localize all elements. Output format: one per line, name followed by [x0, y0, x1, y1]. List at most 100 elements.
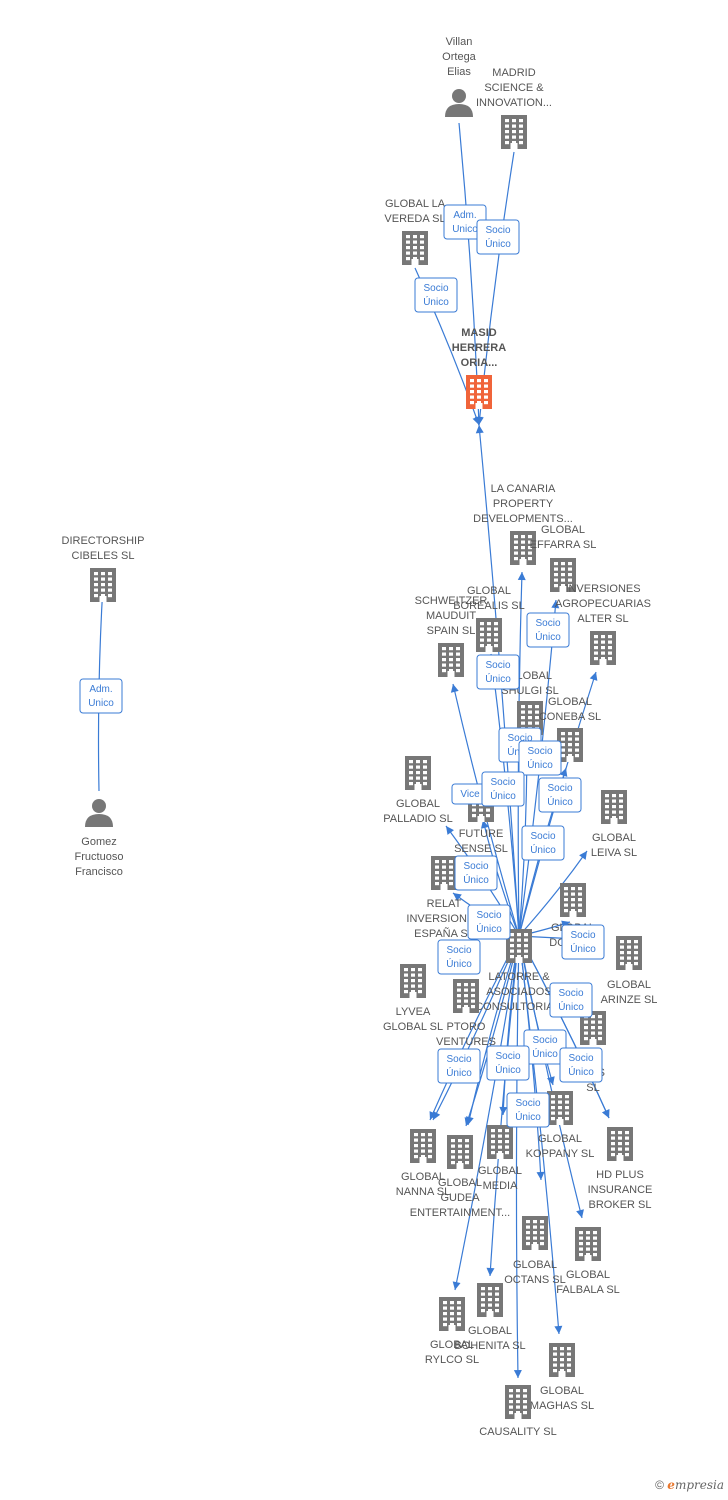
node-label-line: Fructuoso — [75, 851, 124, 863]
node-label-line: NANNA SL — [396, 1186, 450, 1198]
node-label-line: GLOBAL — [468, 1325, 512, 1337]
node-label-line: LYVEA — [396, 1006, 431, 1018]
node-causality[interactable]: CAUSALITY SL — [479, 1385, 557, 1438]
badge-text: Único — [535, 630, 561, 643]
badge-box — [481, 771, 525, 807]
node-latorre[interactable]: LATORRE &ASOCIADOSCONSULTORIA... — [475, 929, 563, 1013]
company-building-icon — [560, 883, 586, 917]
company-building-icon — [447, 1135, 473, 1169]
node-masid[interactable]: MASIDHERRERAORIA... — [452, 327, 506, 409]
badge-text: Socio — [570, 930, 595, 941]
node-label-line: Villan — [446, 36, 473, 48]
company-building-icon — [607, 1127, 633, 1161]
node-label-line: Francisco — [75, 866, 123, 878]
badge-text: Único — [490, 789, 516, 802]
edge-arrowhead — [602, 1109, 610, 1118]
company-building-icon — [549, 1343, 575, 1377]
company-building-icon — [616, 936, 642, 970]
node-directorship[interactable]: DIRECTORSHIP CIBELES SL — [62, 535, 145, 602]
node-label-line: HERRERA — [452, 342, 506, 354]
badge-box — [559, 1047, 603, 1083]
badge-text: Socio — [446, 1054, 471, 1065]
node-label-line: ENTERTAINMENT... — [410, 1207, 510, 1219]
edge-latorre-bohenita[interactable] — [489, 935, 520, 1277]
company-building-icon — [580, 1011, 606, 1045]
edge-latorre-leiva[interactable] — [518, 850, 588, 937]
node-label-line: GLOBAL — [401, 1171, 445, 1183]
node-nanna[interactable]: GLOBAL NANNA SL — [396, 1129, 450, 1198]
node-label-line: CIBELES SL — [72, 550, 135, 562]
node-label-line: GLOBAL — [430, 1339, 474, 1351]
empresia-brand[interactable]: © empresia — [655, 1478, 724, 1492]
edge-arrowhead — [513, 1369, 522, 1378]
company-building-icon — [410, 1129, 436, 1163]
badge-box — [454, 855, 498, 891]
edge-latorre-causality[interactable] — [515, 935, 520, 1379]
node-label-line: INNOVATION... — [476, 97, 552, 109]
badge-text: Socio — [527, 746, 552, 757]
badge-text: Socio — [532, 1035, 557, 1046]
edge-latorre-future[interactable] — [482, 819, 520, 937]
badge-box — [538, 777, 582, 813]
node-label-line: MAGHAS SL — [530, 1400, 594, 1412]
node-rylco[interactable]: GLOBAL RYLCO SL — [425, 1297, 479, 1366]
edge-arrowhead — [433, 1111, 441, 1120]
edge-latorre-rylco[interactable] — [454, 935, 520, 1291]
node-label-line: GLOBAL — [438, 1177, 482, 1189]
edge-label-badge[interactable]: Adm.Unico — [79, 678, 123, 714]
node-label-line: DEVELOPMENTS... — [473, 513, 573, 525]
node-label-line: ORIA... — [461, 357, 498, 369]
edge-latorre-maghas[interactable] — [518, 935, 560, 1335]
node-label-line: GLOBAL — [538, 1133, 582, 1145]
node-gudea[interactable]: GLOBALGUDEAENTERTAINMENT... — [410, 1135, 510, 1219]
edge-arrowhead — [517, 572, 526, 581]
node-label-line: DIRECTORSHIP — [62, 535, 145, 547]
badge-text: Vice — [460, 789, 480, 800]
company-building-icon — [438, 643, 464, 677]
company-building-icon — [547, 1091, 573, 1125]
node-lacanaria[interactable]: LA CANARIAPROPERTYDEVELOPMENTS... — [473, 483, 573, 565]
node-label-line: GLOBAL — [513, 1259, 557, 1271]
badge-text: Único — [463, 873, 489, 886]
edge-latorre-falbala[interactable] — [518, 935, 583, 1219]
node-label-line: RYLCO SL — [425, 1354, 479, 1366]
node-label-line: CONEBA SL — [539, 711, 601, 723]
